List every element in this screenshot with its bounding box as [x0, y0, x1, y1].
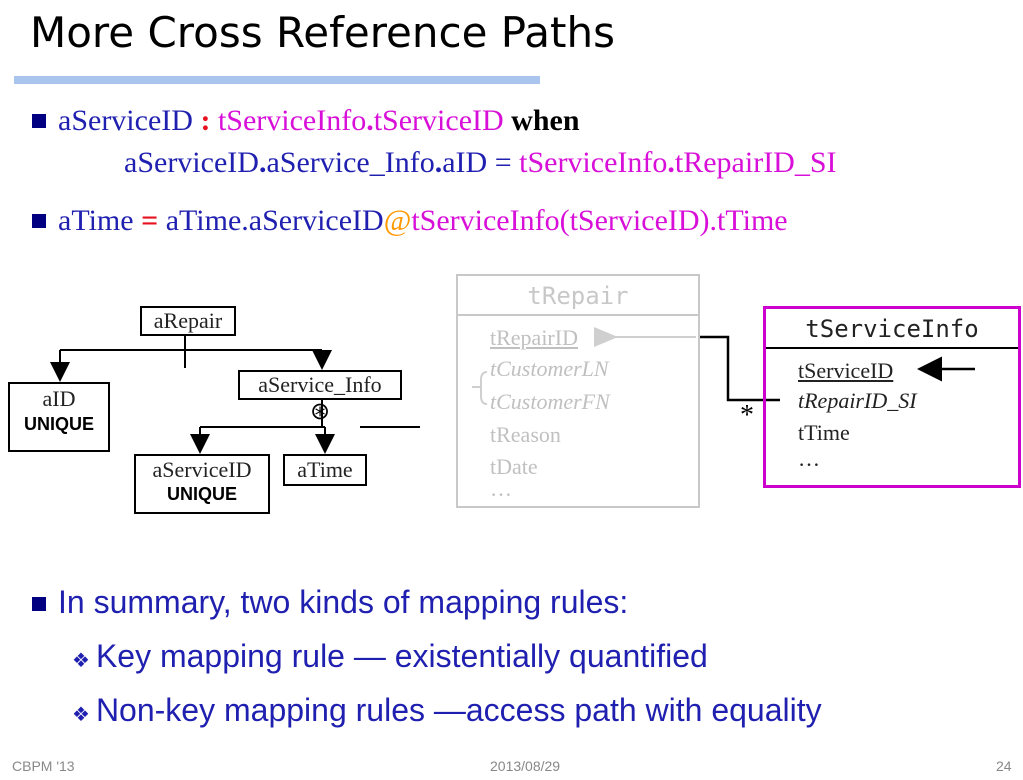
- rule-term: tServiceInfo: [217, 104, 367, 137]
- summary-item: ❖Key mapping rule — existentially quanti…: [72, 638, 708, 675]
- table-field: tReason: [490, 422, 561, 447]
- node-aserviceid: aServiceID UNIQUE: [134, 454, 270, 514]
- aggregate-icon: ⊛: [310, 397, 331, 425]
- table-field: tCustomerFN: [490, 389, 610, 414]
- rule-at-sign: @: [383, 204, 412, 237]
- diamond-bullet-icon: ❖: [72, 704, 90, 726]
- bullet-square-icon: [32, 114, 46, 128]
- title-underline: [14, 76, 540, 84]
- rule-dot: .: [366, 104, 374, 137]
- diamond-bullet-icon: ❖: [72, 650, 90, 672]
- node-atime: aTime: [283, 454, 367, 486]
- table-field: tRepairID: [490, 325, 578, 350]
- bullet-1-line-2: aServiceID.aService_Info.aID = tServiceI…: [124, 146, 837, 180]
- node-label: aRepair: [153, 308, 223, 333]
- table-trepair: tRepair tRepairID tCustomerLN tCustomerF…: [456, 274, 700, 508]
- footer-left: CBPM '13: [12, 758, 75, 774]
- summary-item-text: Non-key mapping rules —access path with …: [95, 692, 822, 728]
- table-field: …: [490, 476, 512, 501]
- rule-term: tServiceInfo(tServiceID).tTime: [411, 204, 788, 237]
- node-label: aTime: [297, 457, 353, 482]
- rule-term: aServiceID: [124, 146, 259, 179]
- page-title: More Cross Reference Paths: [30, 8, 615, 57]
- table-name: tServiceInfo: [766, 309, 1018, 349]
- rule-term: tRepairID_SI: [674, 146, 837, 179]
- bullet-square-icon: [32, 214, 46, 228]
- multiplicity-star: *: [740, 400, 754, 431]
- table-field: tCustomerLN: [490, 356, 609, 381]
- table-field: tDate: [490, 454, 538, 479]
- table-name: tRepair: [458, 276, 698, 316]
- rule-term: aTime.aServiceID: [165, 204, 384, 237]
- bullet-2: aTime = aTime.aServiceID@tServiceInfo(tS…: [32, 204, 788, 238]
- node-arepair: aRepair: [140, 306, 236, 336]
- footer-date: 2013/08/29: [490, 758, 561, 774]
- rule-keyword-when: when: [511, 104, 580, 137]
- rule-term: tServiceInfo: [519, 146, 668, 179]
- node-label: aID: [42, 386, 76, 411]
- node-aid: aID UNIQUE: [8, 382, 110, 452]
- summary-text: In summary, two kinds of mapping rules:: [58, 584, 629, 620]
- summary-intro: In summary, two kinds of mapping rules:: [32, 584, 628, 621]
- unique-label: UNIQUE: [166, 484, 237, 504]
- rule-term: aTime: [58, 204, 134, 237]
- rule-dot: .: [258, 146, 267, 179]
- rule-dot: .: [434, 146, 443, 179]
- rule-equals: =: [494, 146, 512, 179]
- table-field: tTime: [798, 420, 850, 445]
- rule-term: aService_Info: [266, 146, 435, 179]
- rule-equals: =: [141, 204, 159, 237]
- node-label: aServiceID: [152, 457, 252, 482]
- node-label: aService_Info: [258, 372, 382, 397]
- summary-item: ❖Non-key mapping rules —access path with…: [72, 692, 822, 729]
- unique-label: UNIQUE: [23, 414, 94, 434]
- table-field: tRepairID_SI: [798, 388, 917, 413]
- rule-dot: .: [667, 146, 675, 179]
- bullet-square-icon: [32, 597, 46, 611]
- table-tserviceinfo: tServiceInfo tServiceID tRepairID_SI tTi…: [763, 306, 1021, 488]
- table-field: …: [798, 446, 820, 471]
- rule-term: aServiceID: [58, 104, 193, 137]
- table-field: tServiceID: [798, 358, 894, 383]
- rule-colon: :: [200, 104, 211, 137]
- bullet-1: aServiceID : tServiceInfo.tServiceID whe…: [32, 104, 580, 138]
- node-aservice-info: aService_Info: [238, 370, 402, 400]
- summary-item-text: Key mapping rule — existentially quantif…: [95, 638, 708, 674]
- rule-term: tServiceID: [373, 104, 504, 137]
- rule-term: aID: [442, 146, 488, 179]
- footer-page-number: 24: [996, 758, 1012, 774]
